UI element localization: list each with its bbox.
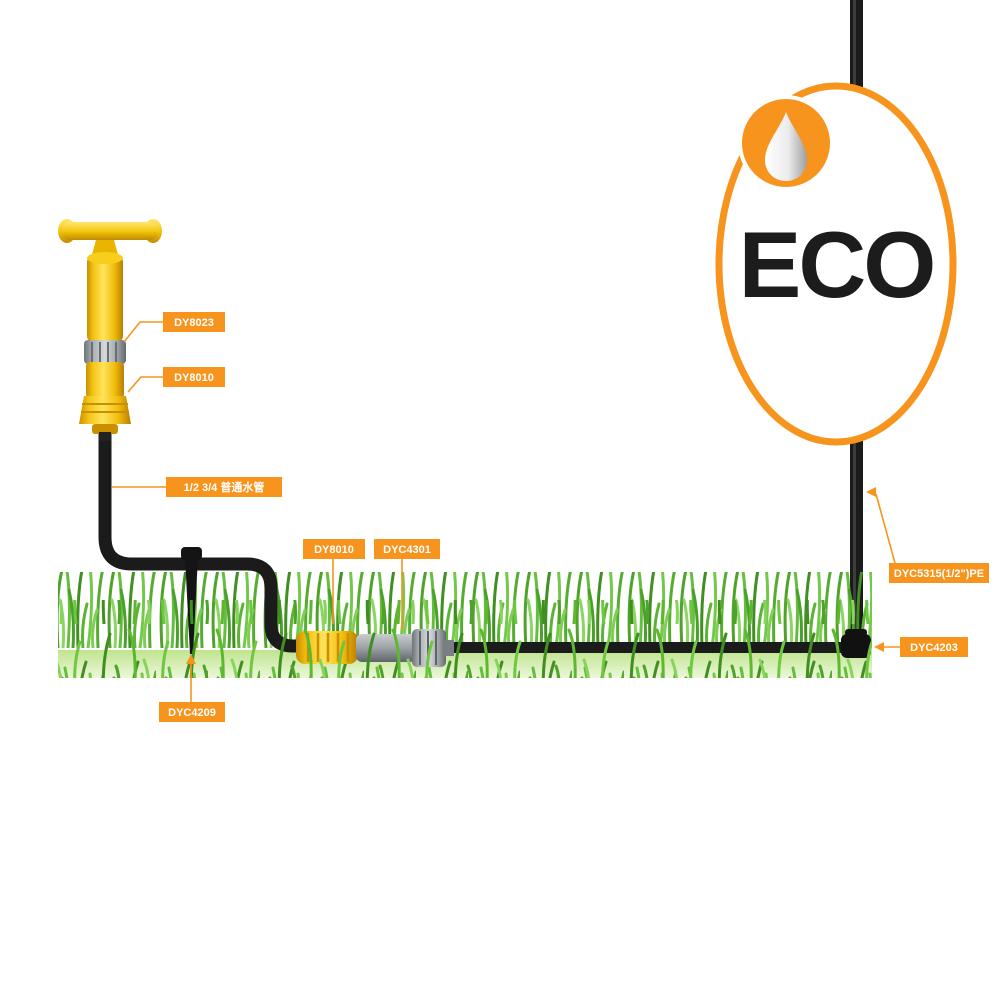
label-dy8010-top: DY8010 [127, 367, 225, 393]
label-dy8023-text: DY8023 [174, 317, 214, 329]
tap-handle [62, 222, 158, 240]
label-dyc4209: DYC4209 [159, 654, 225, 722]
label-dy8010-mid: DY8010 [303, 539, 365, 624]
tap-quick-connector-gray [84, 340, 126, 364]
water-drop-icon [765, 112, 807, 181]
label-dyc4209-text: DYC4209 [168, 707, 216, 719]
callout-labels: DY8023 DY8010 1/2 3/4 普通水管 DY8010 DYC430… [112, 312, 989, 722]
label-hose-note: 1/2 3/4 普通水管 [112, 477, 282, 497]
eco-logo: ECO [715, 82, 957, 446]
label-dy8023: DY8023 [123, 312, 225, 343]
water-tap [58, 219, 162, 441]
label-dyc5315-text: DYC5315(1/2")PE [894, 568, 984, 580]
tap-hose-connector-yellow [79, 362, 131, 441]
grass-front [58, 600, 872, 678]
label-dyc4301-text: DYC4301 [383, 544, 431, 556]
label-dy8010-mid-text: DY8010 [314, 544, 354, 556]
label-dyc4203: DYC4203 [874, 637, 968, 657]
label-dyc4301: DYC4301 [374, 539, 440, 630]
label-dyc5315: DYC5315(1/2")PE [866, 487, 989, 583]
eco-logo-text: ECO [739, 212, 934, 317]
label-dyc4203-text: DYC4203 [910, 642, 958, 654]
label-hose-note-text: 1/2 3/4 普通水管 [184, 480, 265, 494]
tap-body [87, 256, 123, 342]
label-dy8010-top-text: DY8010 [174, 372, 214, 384]
